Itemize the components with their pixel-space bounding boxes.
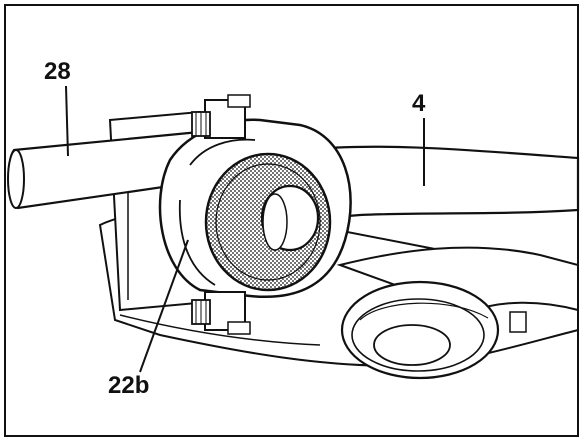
- callout-28: 28: [44, 58, 71, 85]
- border: [4, 4, 579, 437]
- leader-22b: [139, 239, 189, 373]
- callout-4: 4: [412, 90, 426, 117]
- rear-bushing-eye: [340, 280, 527, 380]
- callout-22b: 22b: [108, 372, 150, 399]
- control-arm-lower: [336, 246, 579, 314]
- upper-bolt: [191, 94, 251, 139]
- control-arm: [298, 145, 580, 222]
- leader-28: [65, 85, 69, 157]
- lower-bolt: [191, 291, 251, 335]
